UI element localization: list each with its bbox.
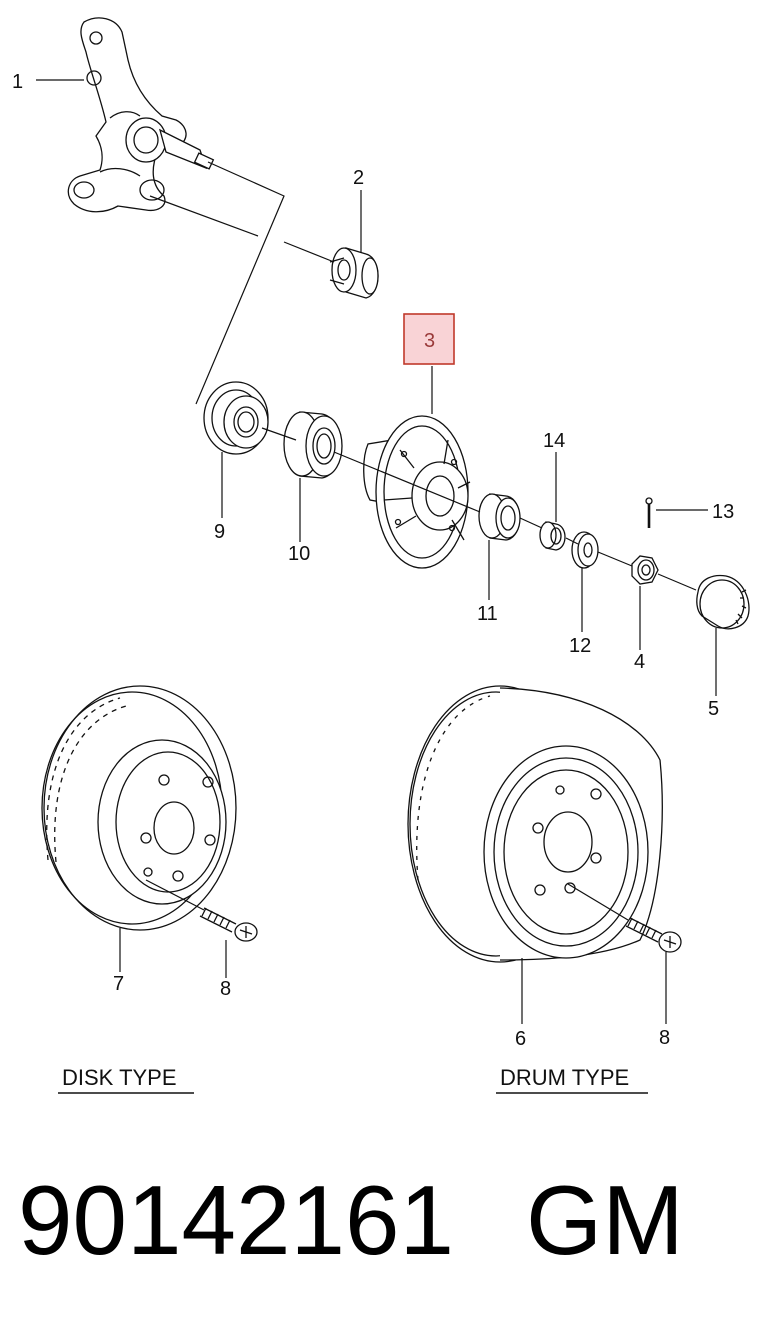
part-number: 90142161 (18, 1165, 455, 1275)
castle-nut-part-4 (631, 555, 659, 585)
grease-cap-part-5 (696, 574, 750, 630)
screw-part-8-disk (199, 907, 258, 942)
bearing-part-10 (283, 411, 343, 479)
callout-7: 7 (113, 973, 124, 995)
highlight-box (403, 313, 455, 365)
callout-9: 9 (214, 521, 225, 543)
bearing-part-11 (478, 493, 521, 541)
part-footer: 90142161 GM (18, 1165, 758, 1275)
hub-part-3 (363, 415, 471, 569)
cotter-pin-part-13 (645, 497, 653, 528)
callout-14: 14 (543, 430, 565, 452)
callout-6: 6 (515, 1028, 526, 1050)
steering-knuckle-part (67, 17, 215, 213)
brake-drum-part-6 (407, 685, 663, 963)
callout-12: 12 (569, 635, 591, 657)
callout-11: 11 (477, 603, 498, 625)
drum-type-caption: DRUM TYPE (500, 1065, 629, 1090)
seal-part-9 (203, 381, 269, 455)
callout-4: 4 (634, 651, 645, 673)
callout-5: 5 (708, 698, 719, 720)
callout-3: 3 (424, 330, 435, 352)
leader-lines (36, 79, 717, 1024)
callout-1: 1 (12, 71, 23, 93)
callout-8-drum: 8 (659, 1027, 670, 1049)
disk-type-caption: DISK TYPE (62, 1065, 177, 1090)
bushing-part (329, 247, 379, 299)
bearing-part-14 (539, 521, 566, 551)
brake-disc-part-7 (41, 685, 237, 931)
screw-part-8-drum (625, 917, 682, 953)
callout-labels: 1 2 3 4 5 6 7 8 8 9 10 11 12 13 14 (12, 71, 734, 1050)
washer-part-12 (571, 531, 599, 569)
callout-13: 13 (712, 501, 734, 523)
callout-10: 10 (288, 543, 310, 565)
brand-name: GM (526, 1165, 684, 1275)
callout-8-disk: 8 (220, 978, 231, 1000)
callout-2: 2 (353, 167, 364, 189)
assembly-axis-lines (145, 161, 697, 921)
